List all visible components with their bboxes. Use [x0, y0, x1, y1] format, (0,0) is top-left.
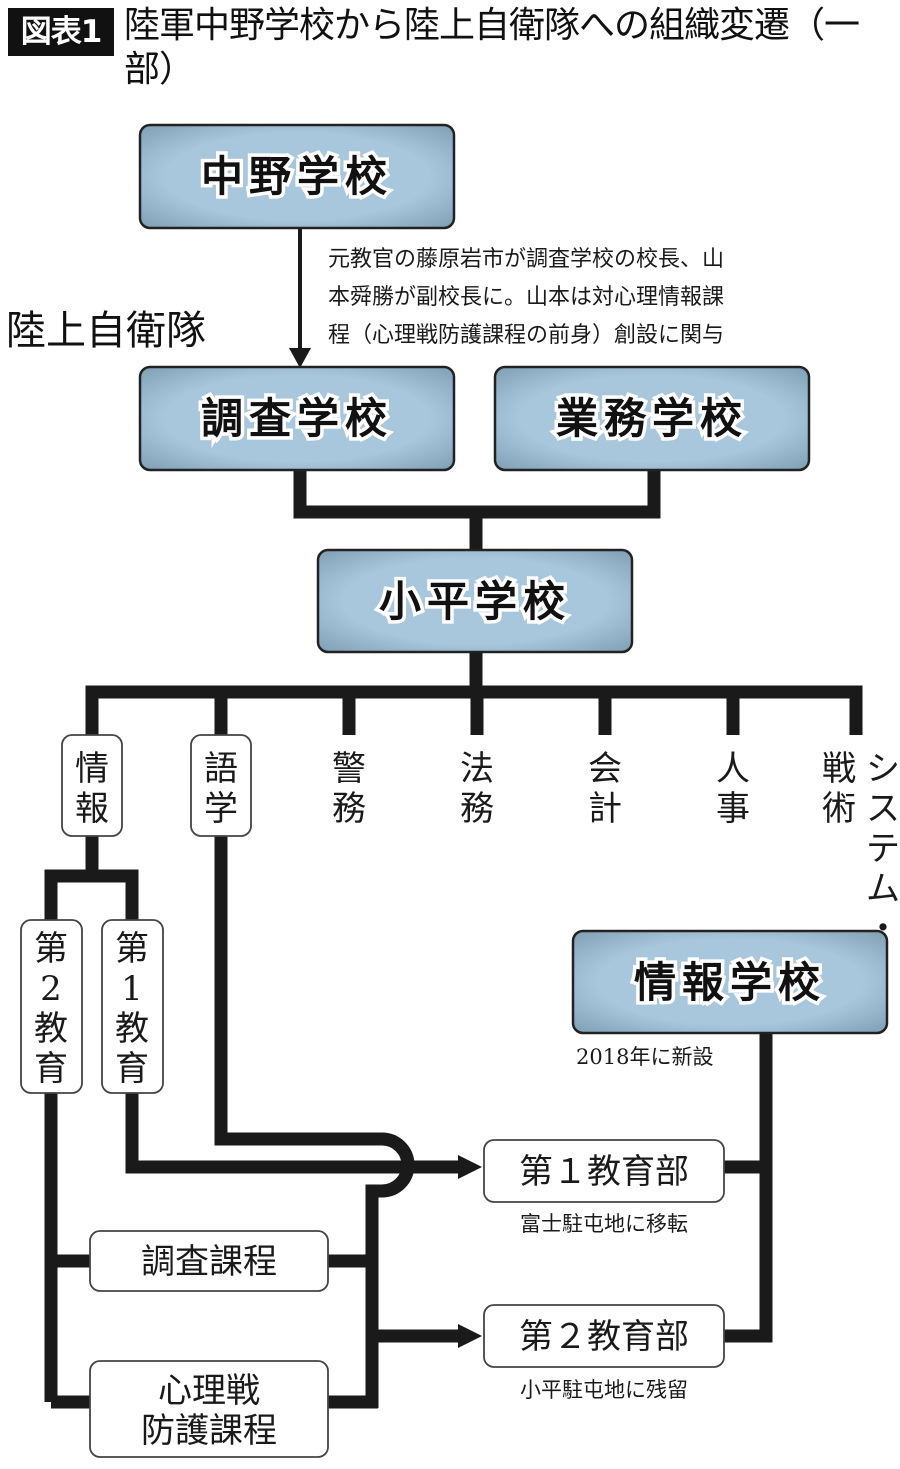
school-gyomu: 業務学校 — [493, 365, 811, 472]
transition-note: 元教官の藤原岩市が調査学校の校長、山 本舜勝が副校長に。山本は対心理情報課 程（… — [328, 247, 724, 348]
dept-gogaku-char: 語 — [204, 749, 238, 789]
dept-keimu-char: 務 — [332, 789, 366, 829]
dept-system-senjutsu-extra-char: シ — [866, 749, 900, 789]
course-chosa-label: 調査課程 — [141, 1242, 277, 1282]
dept-joho-char: 報 — [75, 789, 109, 829]
division-dept2: 第２教育部 — [483, 1304, 725, 1368]
figure-title: 陸軍中野学校から陸上自衛隊への組織変遷（一部） — [124, 5, 860, 90]
division-dept2-note: 小平駐屯地に残留 — [520, 1378, 688, 1402]
school-chosa-label: 調査学校 — [201, 394, 393, 443]
education-unit-edu2: 第2教育 — [20, 919, 83, 1094]
school-kodaira: 小平学校 — [316, 548, 634, 654]
dept-system-senjutsu-char: 術 — [822, 789, 856, 829]
dept-homu-char: 法 — [460, 749, 494, 789]
dept-kaikei-char: 会 — [588, 749, 622, 789]
dept-system-senjutsu-extra-char: ム — [866, 869, 900, 909]
education-unit-char: 1 — [121, 969, 143, 1009]
dept-keimu-char: 警 — [332, 749, 366, 789]
course-chosa: 調査課程 — [89, 1230, 329, 1292]
school-joho: 情報学校 — [571, 929, 889, 1035]
arrowhead-icon — [458, 1155, 482, 1179]
education-unit-char: 第 — [34, 929, 68, 969]
note-line-2: 本舜勝が副校長に。山本は対心理情報課 — [328, 285, 724, 310]
education-unit-char: 育 — [115, 1049, 149, 1089]
edu1-to-dept1 — [125, 1093, 462, 1174]
arrowhead-icon — [458, 1324, 482, 1348]
dept-joho: 情報 — [61, 734, 123, 837]
division-dept1-note: 富士駐屯地に移転 — [520, 1212, 688, 1236]
dept-system-senjutsu-char: 戦 — [822, 749, 856, 789]
school-nakano: 中野学校 — [138, 123, 456, 230]
division-dept2-label: 第２教育部 — [519, 1317, 689, 1357]
school-chosa: 調査学校 — [138, 365, 456, 472]
course-shinri: 心理戦 防護課程 — [89, 1360, 329, 1458]
connectors — [44, 228, 863, 1409]
note-line-1: 元教官の藤原岩市が調査学校の校長、山 — [328, 247, 724, 272]
dept-jinji-char: 事 — [716, 789, 750, 829]
education-unit-char: 教 — [115, 1009, 149, 1049]
dept-joho-char: 情 — [75, 749, 109, 789]
education-unit-edu1: 第1教育 — [101, 919, 164, 1094]
edu-split — [44, 869, 139, 920]
note-line-3: 程（心理戦防護課程の前身）創設に関与 — [328, 323, 724, 348]
school-nakano-label: 中野学校 — [201, 152, 393, 201]
education-unit-char: 2 — [40, 969, 62, 1009]
course-shinri-label-2: 防護課程 — [141, 1411, 277, 1451]
joho-school-note: 2018年に新設 — [576, 1045, 713, 1069]
dept-homu-char: 務 — [460, 789, 494, 829]
dept-homu: 法務 — [460, 749, 494, 829]
joho-school-line — [724, 1032, 773, 1343]
education-unit-char: 教 — [34, 1009, 68, 1049]
education-unit-char: 第 — [115, 929, 149, 969]
dept-kaikei: 会計 — [588, 749, 622, 829]
dept-system-senjutsu-extra-char: ・ — [866, 909, 900, 949]
school-joho-label: 情報学校 — [634, 958, 826, 1007]
education-unit-box — [101, 919, 164, 1094]
education-unit-box — [20, 919, 83, 1094]
division-dept1-label: 第１教育部 — [519, 1152, 689, 1192]
dept-gogaku-char: 学 — [204, 789, 238, 829]
org-label-gsdf: 陸上自衛隊 — [6, 308, 206, 354]
dept-gogaku: 語学 — [190, 734, 252, 837]
course-shinri-label-1: 心理戦 — [158, 1371, 260, 1411]
dept-box — [190, 734, 252, 837]
division-dept1: 第１教育部 — [483, 1139, 725, 1203]
arrowhead-icon — [289, 348, 311, 368]
school-kodaira-label: 小平学校 — [379, 577, 571, 626]
school-gyomu-label: 業務学校 — [556, 394, 748, 443]
dept-box — [61, 734, 123, 837]
dept-kaikei-char: 計 — [588, 789, 622, 829]
dept-jinji: 人事 — [716, 749, 750, 829]
dept-system-senjutsu-extra-char: ス — [866, 789, 900, 829]
dept-jinji-char: 人 — [716, 749, 750, 789]
merge-line — [293, 470, 661, 519]
figure-badge: 図表1 — [8, 8, 114, 56]
education-unit-char: 育 — [34, 1049, 68, 1089]
dept-system-senjutsu-extra-char: テ — [866, 829, 900, 869]
dept-keimu: 警務 — [332, 749, 366, 829]
